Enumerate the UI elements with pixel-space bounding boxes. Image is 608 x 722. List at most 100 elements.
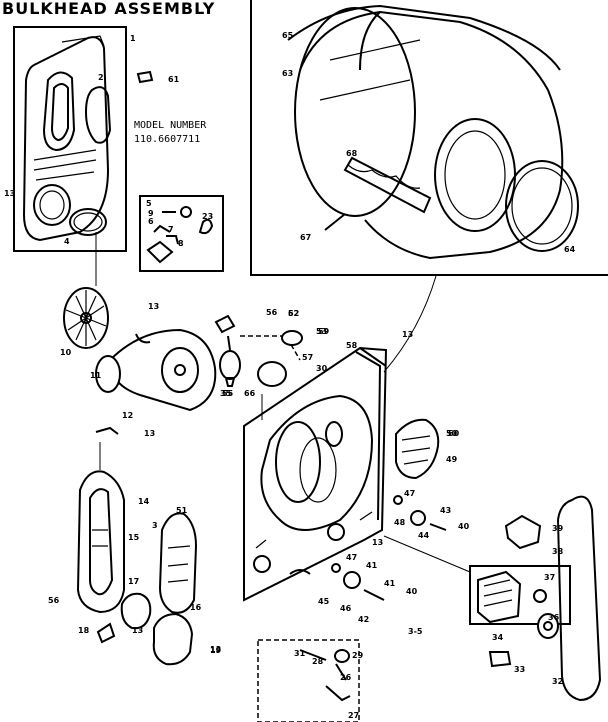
callout-32: 32 xyxy=(552,677,563,686)
callout-66: 66 xyxy=(244,389,256,398)
duct-14 xyxy=(76,470,125,614)
clip-61 xyxy=(136,70,154,84)
callout-62: 62 xyxy=(288,309,299,318)
cover-plate-60 xyxy=(395,418,440,480)
drum-screw-67 xyxy=(324,213,346,231)
callout-60: 60 xyxy=(448,429,460,438)
callout-18: 18 xyxy=(78,626,90,635)
model-label: MODEL NUMBER xyxy=(134,120,207,131)
callout-63: 63 xyxy=(282,69,293,78)
bracket-33 xyxy=(488,651,512,668)
socket-57 xyxy=(257,361,287,387)
callout-19: 19 xyxy=(210,646,222,655)
callout-56: 56 xyxy=(48,596,60,605)
callout-17: 17 xyxy=(128,577,139,586)
small-parts-box xyxy=(139,195,224,272)
diagram-title: BULKHEAD ASSEMBLY xyxy=(2,0,215,18)
callout-13: 13 xyxy=(210,645,221,654)
front-bulkhead-part xyxy=(22,35,110,242)
callout-13: 13 xyxy=(132,626,143,635)
callout-49: 49 xyxy=(446,455,458,464)
callout-13: 13 xyxy=(372,538,383,547)
callout-5: 5 xyxy=(146,199,152,208)
small-parts xyxy=(146,206,214,264)
callout-35: 35 xyxy=(220,389,232,398)
callout-23: 23 xyxy=(202,212,213,221)
pulley-35 xyxy=(537,613,559,639)
callout-37: 37 xyxy=(544,573,555,582)
model-number: 110.6607711 xyxy=(134,134,200,145)
callout-34: 34 xyxy=(492,633,504,642)
callout-8: 8 xyxy=(178,239,184,248)
drum-box xyxy=(250,0,608,276)
screw-12 xyxy=(95,426,119,435)
callout-14: 14 xyxy=(138,497,150,506)
callout-65: 65 xyxy=(282,31,294,40)
callout-50: 50 xyxy=(446,429,458,438)
seal-2 xyxy=(84,86,112,144)
callout-29: 29 xyxy=(352,651,364,660)
ring-4 xyxy=(69,208,107,236)
drum-part xyxy=(287,4,564,260)
callout-43: 43 xyxy=(440,506,451,515)
shaft-parts xyxy=(331,495,447,601)
motor-box xyxy=(469,565,571,625)
callout-39: 39 xyxy=(552,524,564,533)
callout-52: 52 xyxy=(288,309,299,318)
callout-41: 41 xyxy=(384,579,396,588)
bulkhead-box xyxy=(13,26,127,252)
callout-1: 1 xyxy=(130,34,136,43)
cylinder-19 xyxy=(152,612,194,666)
callout-27: 27 xyxy=(348,711,359,720)
page-reference: 3-5 xyxy=(408,627,423,636)
callout-9: 9 xyxy=(148,209,154,218)
drum-seal-64 xyxy=(505,160,579,252)
callout-51: 51 xyxy=(176,506,188,515)
callout-4: 4 xyxy=(64,237,70,246)
motor-part xyxy=(477,570,547,624)
callout-64: 64 xyxy=(564,245,576,254)
callout-57: 57 xyxy=(302,353,313,362)
callout-59: 59 xyxy=(318,327,330,336)
callout-61: 61 xyxy=(168,75,180,84)
callout-30: 30 xyxy=(316,364,328,373)
leader-drum-panel xyxy=(383,275,437,373)
callout-42: 42 xyxy=(358,615,369,624)
callout-36: 36 xyxy=(548,613,560,622)
lamp-assembly xyxy=(214,314,301,387)
callout-44: 44 xyxy=(418,531,430,540)
callout-53: 53 xyxy=(316,327,327,336)
callout-45: 45 xyxy=(318,597,330,606)
rear-bulkhead-panel xyxy=(243,346,388,602)
lower-parts-box xyxy=(257,639,360,722)
bracket-18 xyxy=(96,622,116,644)
callout-38: 38 xyxy=(552,547,564,556)
blower-wheel-10 xyxy=(63,287,109,349)
lens-59 xyxy=(281,330,303,346)
callout-55: 55 xyxy=(222,389,234,398)
callout-58: 58 xyxy=(346,341,358,350)
callout-41: 41 xyxy=(366,561,378,570)
callout-40: 40 xyxy=(458,522,470,531)
callout-56: 56 xyxy=(266,308,278,317)
callout-6: 6 xyxy=(148,217,154,226)
callout-31: 31 xyxy=(294,649,306,658)
blower-housing-11 xyxy=(95,328,217,412)
belt-32 xyxy=(556,495,602,702)
callout-47: 47 xyxy=(404,489,415,498)
idler-bracket-38 xyxy=(504,514,542,550)
callout-28: 28 xyxy=(312,657,324,666)
callout-13: 13 xyxy=(148,302,159,311)
callout-7: 7 xyxy=(168,225,174,234)
callout-10: 10 xyxy=(60,348,72,357)
callout-labels: 1 2 3 4 5 6 7 8 9 10 11 12 13 13 13 13 1… xyxy=(4,31,576,720)
callout-12: 12 xyxy=(122,411,133,420)
callout-16: 16 xyxy=(190,603,202,612)
callout-15: 15 xyxy=(128,533,140,542)
callout-48: 48 xyxy=(394,518,406,527)
callout-40: 40 xyxy=(406,587,418,596)
callout-13: 13 xyxy=(402,330,413,339)
callout-26: 26 xyxy=(340,673,352,682)
